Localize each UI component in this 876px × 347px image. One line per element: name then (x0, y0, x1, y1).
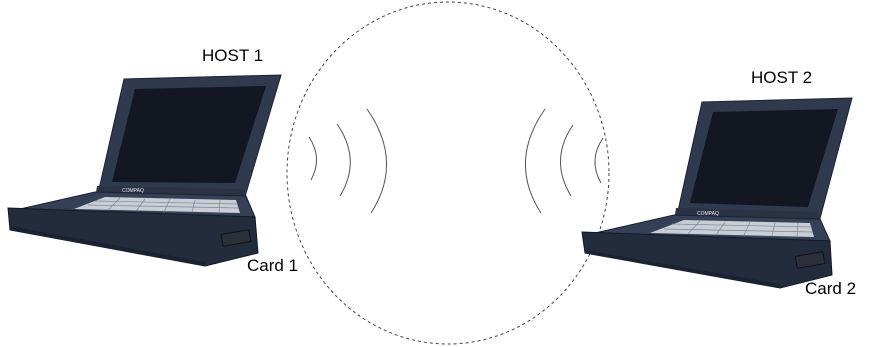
signal-waves-host2 (525, 109, 603, 213)
laptop-host2: COMPAQ (582, 98, 852, 288)
laptop2-front (582, 232, 832, 288)
laptop-host1: COMPAQ (8, 75, 281, 266)
laptop2-brand: COMPAQ (697, 211, 719, 217)
wireless-range-circle (287, 2, 609, 344)
host2-label: HOST 2 (751, 69, 812, 86)
card1-label: Card 1 (247, 257, 298, 274)
card2-label: Card 2 (805, 280, 856, 297)
host1-label: HOST 1 (202, 47, 263, 64)
laptop1-front (8, 208, 258, 266)
signal-waves-host1 (309, 109, 387, 213)
laptop1-brand: COMPAQ (122, 188, 144, 194)
